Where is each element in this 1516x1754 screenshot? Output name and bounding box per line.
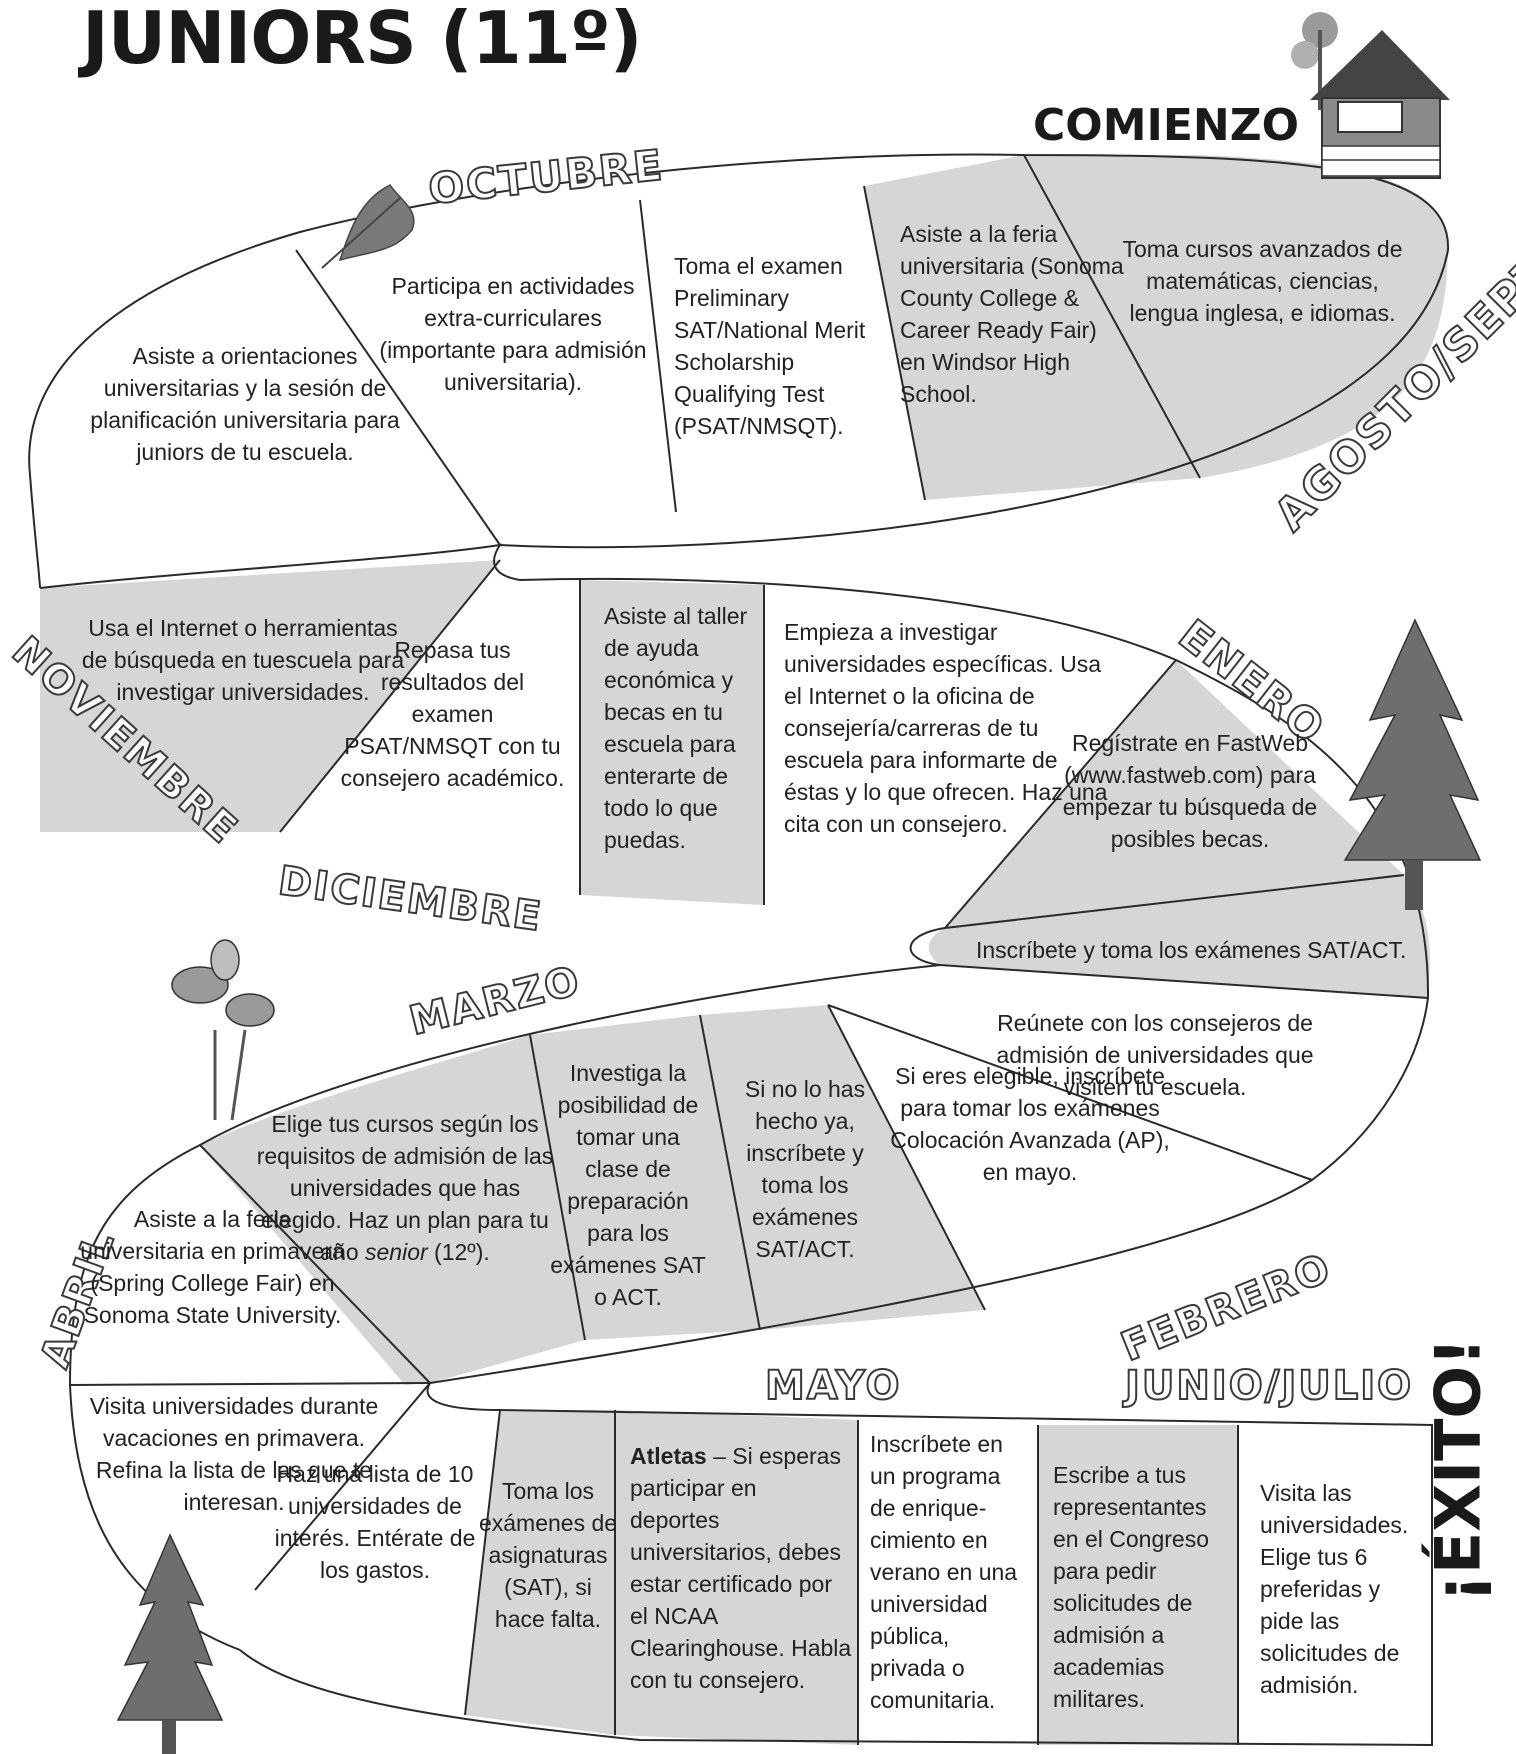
segment-fastweb [945,660,1404,928]
choose-courses-text: Elige tus cursos según los requisitos de… [256,1111,554,1265]
athletes-text: Si esperas participar en deportes univer… [630,1443,852,1693]
step-extracurricular: Participa en actividades extra-curricula… [379,273,647,395]
segment-college-fair [864,155,1200,500]
month-mayo: MAYO [764,1362,902,1410]
step-sat-act-again: Si no lo has hecho ya, inscríbete y toma… [744,1076,866,1262]
step-visit-pick-six: Visita las universidades. Elige tus 6 pr… [1260,1480,1409,1698]
step-financial-aid: Asiste al taller de ayuda económica y be… [604,603,748,853]
step-list-of-ten: Haz una lista de 10 universidades de int… [274,1461,476,1583]
segment-sat-act-again [700,1005,985,1330]
oak-leaf-illustration [321,184,415,269]
step-summer-program: Inscríbete en un programa de enrique-cim… [870,1431,1018,1713]
step-fastweb: Regístrate en FastWeb (www.fastweb.com) … [1062,730,1318,852]
step-prep-class: Investiga la posibilidad de tomar una cl… [550,1060,706,1310]
segment-subject-tests [465,1410,615,1735]
step-orientations: Asiste a orientaciones universitarias y … [90,343,400,465]
step-college-fair: Asiste a la feria universitaria (Sonoma … [900,221,1124,407]
month-junio-julio: JUNIO/JULIO [1124,1362,1414,1410]
step-internet-search: Usa el Internet o herramientas de búsque… [81,615,405,705]
row4-outline [239,1382,1433,1747]
start-label: COMIENZO [1033,100,1300,151]
step-spring-fair: Asiste a la feria universitaria en prima… [80,1206,345,1328]
step-subject-tests: Toma los exámenes de asignaturas (SAT), … [478,1478,618,1632]
step-athletes: Atletas – Si esperas participar en depor… [630,1440,852,1696]
segment-congress [1038,1425,1238,1745]
step-psat: Toma el examen Preliminary SAT/National … [674,253,866,439]
page-title: JUNIORS (11º) [82,0,642,80]
row2-outline [39,543,1430,999]
pine-tree-left-illustration [116,1533,224,1754]
step-spring-visits: Visita universidades durante vacaciones … [89,1393,379,1515]
segment-choose-courses [200,1035,585,1385]
step-review-psat: Repasa tus resultados del examen PSAT/NM… [340,637,565,791]
step-advanced-courses: Toma cursos avanzados de matemáticas, ci… [1122,236,1403,326]
step-admission-counselors: Reúnete con los consejeros de admisión d… [996,1010,1314,1100]
choose-courses-grade: (12º). [434,1239,490,1265]
house-illustration [1291,12,1450,179]
segment-financial-aid [580,580,764,905]
step-choose-courses: Elige tus cursos según los requisitos de… [255,1108,555,1268]
pine-tree-right-illustration [1343,618,1482,910]
segment-prep-class [530,1015,760,1340]
segment-internet-search [40,560,500,832]
segment-sat-act [928,875,1430,998]
step-research-colleges: Empieza a investigar universidades espec… [784,619,1108,837]
success-label: ¡ÉXITO! [1421,1337,1495,1603]
choose-courses-senior: senior [365,1239,428,1265]
athletes-label: Atletas [630,1443,707,1469]
step-sat-act: Inscríbete y toma los exámenes SAT/ACT. [976,937,1407,963]
row3-outline [68,964,941,1651]
segment-athletes [615,1410,858,1745]
athletes-dash: – [713,1443,726,1469]
iris-flower-illustration [171,939,275,1121]
step-ap-exams: Si eres elegible, inscríbete para tomar … [890,1063,1170,1185]
step-congress: Escribe a tus representantes en el Congr… [1053,1462,1209,1712]
row1-outline [28,153,1450,589]
